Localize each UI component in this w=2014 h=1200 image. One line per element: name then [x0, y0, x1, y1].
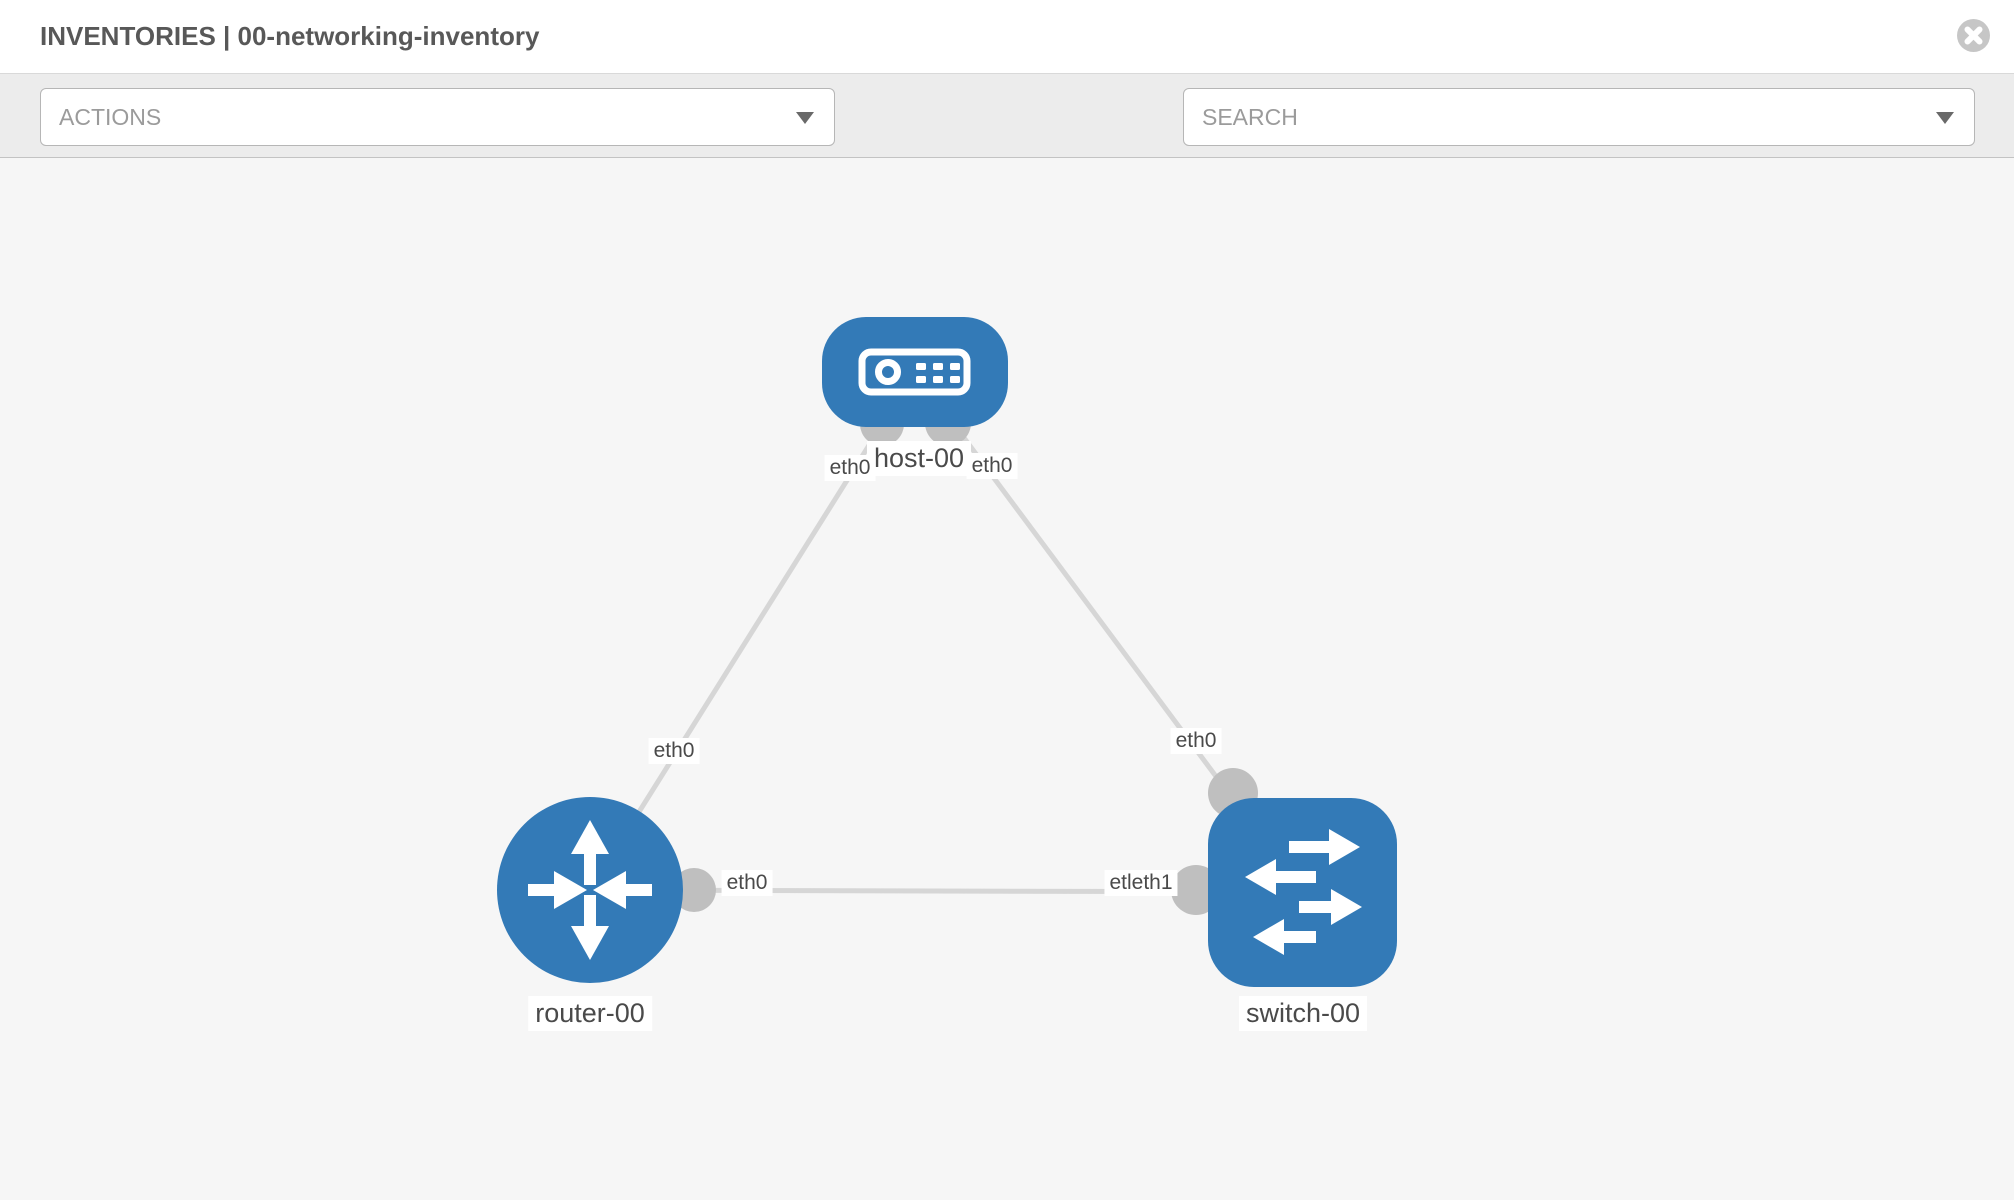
host-icon [858, 348, 971, 396]
node-host-00[interactable] [822, 317, 1008, 427]
actions-dropdown-label: ACTIONS [59, 103, 162, 130]
interface-label: eth0 [721, 870, 773, 896]
interface-label: etleth1 [1104, 870, 1178, 896]
actions-dropdown[interactable]: ACTIONS [40, 88, 835, 146]
topology-canvas[interactable]: host-00 router-00 switch-00 eth0 eth0 et… [0, 158, 2014, 1200]
interface-label: eth0 [1170, 728, 1222, 754]
node-switch-00[interactable] [1208, 798, 1397, 987]
chevron-down-icon [796, 112, 814, 124]
page-title: INVENTORIES | 00-networking-inventory [40, 21, 540, 51]
page-header: INVENTORIES | 00-networking-inventory [0, 0, 2014, 74]
close-button[interactable] [1957, 19, 1990, 52]
node-label: switch-00 [1238, 996, 1368, 1031]
node-label: router-00 [528, 996, 652, 1031]
chevron-down-icon [1936, 112, 1954, 124]
interface-label: eth0 [824, 455, 876, 481]
search-dropdown-label: SEARCH [1202, 103, 1298, 130]
switch-icon [1245, 829, 1362, 955]
interface-label: eth0 [648, 738, 700, 764]
interface-label: eth0 [966, 453, 1018, 479]
search-dropdown[interactable]: SEARCH [1183, 88, 1975, 146]
node-router-00[interactable] [497, 797, 683, 983]
router-icon [528, 820, 652, 960]
interface-connector [672, 868, 716, 912]
x-circle-icon [1957, 19, 1990, 52]
toolbar: ACTIONS SEARCH [0, 74, 2014, 209]
node-label: host-00 [866, 441, 972, 476]
